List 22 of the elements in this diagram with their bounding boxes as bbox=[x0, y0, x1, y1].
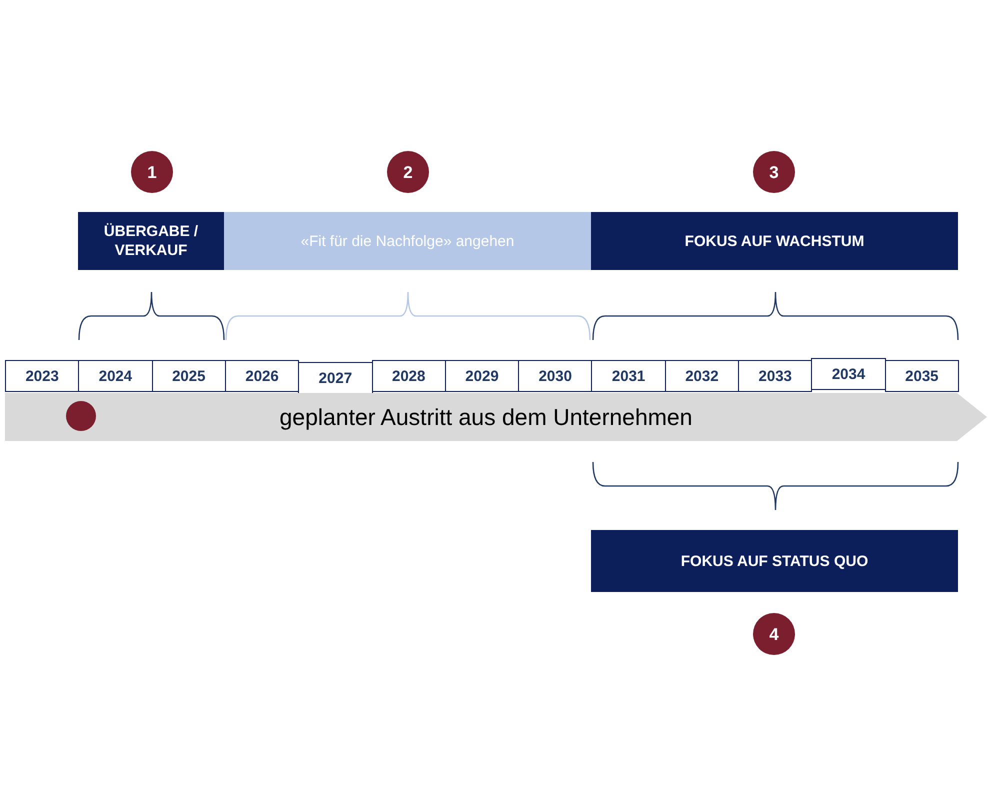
year-cell: 2032 bbox=[664, 360, 740, 392]
timeline-label: geplanter Austritt aus dem Unternehmen bbox=[280, 404, 692, 430]
year-cell: 2025 bbox=[152, 360, 226, 392]
phase-box: FOKUS AUF WACHSTUM bbox=[591, 212, 958, 270]
number-badge: 4 bbox=[753, 613, 795, 655]
year-cell: 2033 bbox=[738, 360, 812, 392]
year-cell: 2031 bbox=[591, 360, 666, 392]
phase-box: ÜBERGABE / VERKAUF bbox=[78, 212, 224, 270]
year-cell: 2035 bbox=[884, 360, 959, 392]
year-cell: 2034 bbox=[811, 358, 886, 390]
year-cell: 2024 bbox=[78, 360, 153, 392]
year-cell: 2028 bbox=[372, 360, 446, 392]
year-cell: 2026 bbox=[224, 360, 300, 392]
year-cell: 2030 bbox=[518, 360, 592, 392]
year-cell: 2023 bbox=[5, 360, 80, 392]
phase-box: FOKUS AUF STATUS QUO bbox=[591, 530, 958, 592]
year-cell: 2029 bbox=[444, 360, 520, 392]
number-badge: 3 bbox=[753, 151, 795, 193]
phase-box: «Fit für die Nachfolge» angehen bbox=[224, 212, 591, 270]
year-cell: 2027 bbox=[298, 362, 373, 394]
number-badge: 1 bbox=[131, 151, 173, 193]
number-badge: 2 bbox=[387, 151, 429, 193]
